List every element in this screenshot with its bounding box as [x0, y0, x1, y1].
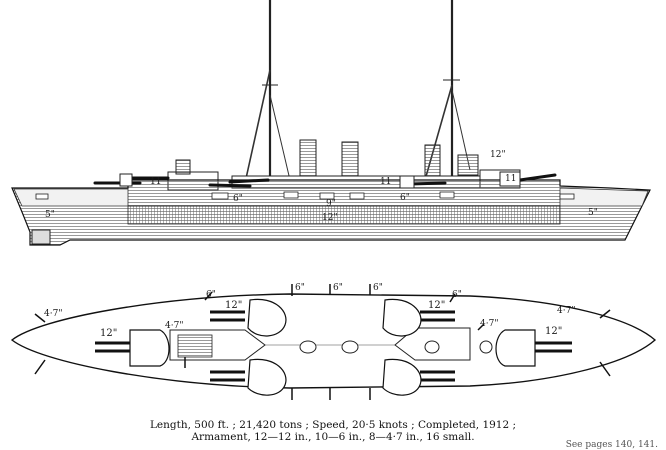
- label-sec-left: 4·7": [44, 309, 62, 319]
- label-six-4: 6": [373, 283, 383, 293]
- deck-outline: [10, 293, 657, 389]
- label-battery-fwd: 6": [233, 194, 243, 204]
- caption-line-2: Armament, 12—12 in., 10—6 in., 8—4·7 in.…: [191, 431, 475, 443]
- label-belt-stern: 5": [588, 208, 598, 218]
- turret-fore: [95, 329, 170, 367]
- label-casemate-fwd: 11: [150, 177, 161, 187]
- turret-wing-stbd-fwd: [210, 358, 287, 396]
- turret-wing-port-fwd: [210, 298, 287, 337]
- turret-aft: [495, 329, 572, 367]
- plan-view: 12" 12" 12" 12" 6" 6" 6" 6" 4·7" 4·7" 4·…: [10, 283, 657, 400]
- label-sec-inner-right: 4·7": [480, 319, 498, 329]
- secondary-guns: [34, 284, 611, 400]
- page-reference: See pages 140, 141.: [565, 440, 658, 450]
- spec-caption: Length, 500 ft. ; 21,420 tons ; Speed, 2…: [0, 419, 666, 443]
- label-turret-wing-right: 12": [428, 300, 445, 311]
- turret-wing-stbd-aft: [382, 358, 455, 396]
- after-bridge: [457, 154, 479, 176]
- label-six-1: 6": [206, 290, 216, 300]
- caption-line-1: Length, 500 ft. ; 21,420 tons ; Speed, 2…: [149, 419, 517, 431]
- label-sec-inner-left: 4·7": [165, 321, 183, 331]
- label-six-3: 6": [333, 283, 343, 293]
- main-belt: [127, 205, 561, 225]
- forward-bridge: [175, 159, 191, 175]
- foremast: [244, 0, 291, 185]
- label-upper-belt-9: 9": [326, 199, 336, 209]
- label-sec-right: 4·7": [557, 306, 575, 316]
- label-casemate-mid: 11: [380, 177, 391, 187]
- side-elevation: 5" 12" 5" 6" 6" 9" 11 11 11 12": [11, 0, 651, 246]
- label-six-2: 6": [295, 283, 305, 293]
- label-turret-wing-left: 12": [225, 300, 242, 311]
- label-turret-top: 12": [490, 150, 506, 160]
- label-casemate-aft: 11: [505, 174, 516, 184]
- label-belt-bow: 5": [45, 210, 55, 220]
- label-six-5: 6": [452, 290, 462, 300]
- label-battery-aft: 6": [400, 193, 410, 203]
- casemate-ports: [35, 191, 575, 200]
- label-turret-fwd-left: 12": [100, 328, 117, 339]
- hull-upper-strake: [13, 188, 129, 207]
- turret-wing-port-aft: [382, 298, 455, 337]
- label-turret-fwd-right: 12": [545, 326, 562, 337]
- label-belt-mid: 12": [322, 213, 338, 223]
